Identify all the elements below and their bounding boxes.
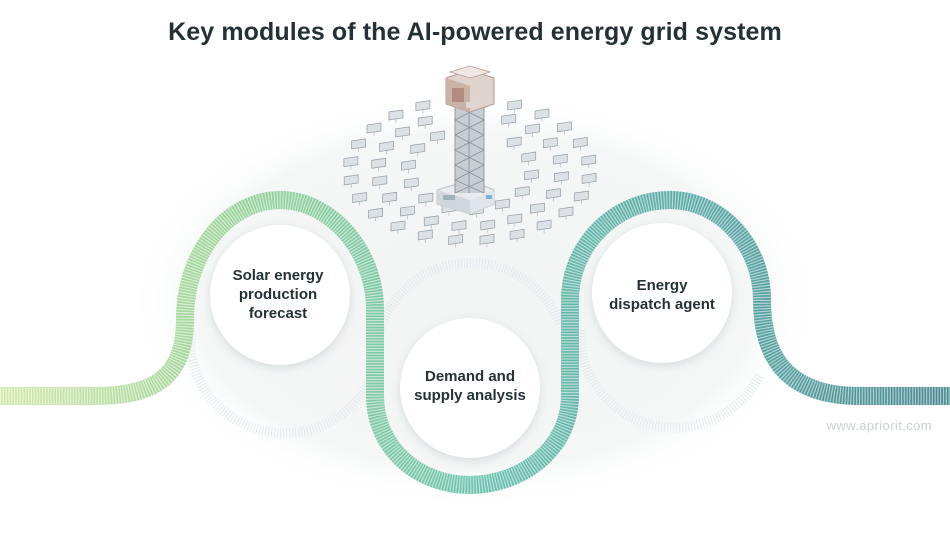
module-label-line: dispatch agent xyxy=(609,296,715,313)
module-label-line: Solar energy xyxy=(232,267,324,284)
heliostat-mirror xyxy=(430,130,445,142)
tower xyxy=(436,65,495,215)
heliostat-mirror xyxy=(423,215,439,227)
heliostat-mirror xyxy=(573,190,589,202)
heliostat-mirror xyxy=(417,115,433,127)
heliostat-mirror xyxy=(558,206,574,218)
heliostat-mirror xyxy=(507,213,523,225)
heliostat-mirror xyxy=(372,175,388,187)
heliostat-mirror xyxy=(351,138,367,150)
heliostat-mirror xyxy=(506,136,522,148)
heliostat-mirror xyxy=(415,100,431,112)
heliostat-mirror xyxy=(552,153,568,165)
solar-power-tower-icon xyxy=(343,99,597,248)
module-label-line: supply analysis xyxy=(414,387,526,404)
heliostat-mirror xyxy=(371,157,387,169)
heliostat-mirror xyxy=(480,219,496,231)
heliostat-mirror xyxy=(525,123,540,135)
heliostat-mirror xyxy=(368,207,383,219)
heliostat-mirror xyxy=(530,202,545,214)
module-label-solar: Solar energy production forecast xyxy=(203,266,353,323)
heliostat-mirror xyxy=(352,192,368,203)
faint-rings xyxy=(184,257,765,439)
heliostat-mirror xyxy=(388,109,404,121)
heliostat-mirror xyxy=(451,220,467,232)
heliostat-mirror xyxy=(553,171,569,183)
heliostat-mirror xyxy=(557,121,572,133)
heliostat-mirror xyxy=(448,234,464,245)
module-label-line: Demand and xyxy=(424,368,515,385)
heliostat-mirror xyxy=(546,188,561,200)
heliostat-mirror xyxy=(410,142,426,154)
heliostat-mirror xyxy=(379,140,394,152)
energy-flow-line xyxy=(0,190,950,495)
heliostat-mirror xyxy=(521,151,537,163)
module-circle-solar xyxy=(210,225,350,365)
heliostat-mirror xyxy=(390,220,406,232)
module-circle-demand xyxy=(400,318,540,458)
module-label-line: forecast xyxy=(248,305,308,322)
heliostat-mirror xyxy=(524,169,539,181)
heliostat-mirror xyxy=(501,113,517,125)
heliostat-mirror xyxy=(395,126,410,138)
heliostat-mirror xyxy=(418,192,434,204)
heliostat-mirror xyxy=(581,172,597,184)
module-label-demand: Demand and supply analysis xyxy=(395,367,545,405)
heliostat-mirror xyxy=(534,108,550,120)
heliostat-mirror xyxy=(507,99,523,111)
heliostat-mirror xyxy=(403,177,419,189)
module-label-dispatch: Energy dispatch agent xyxy=(587,276,737,314)
heliostat-mirror xyxy=(581,154,597,166)
heliostat-mirror xyxy=(495,198,510,210)
heliostat-mirror xyxy=(542,137,558,149)
heliostat-mirror xyxy=(343,156,359,168)
heliostat-mirror xyxy=(572,137,588,148)
watermark: www.apriorit.com xyxy=(826,418,932,433)
heliostat-mirror xyxy=(536,219,552,231)
heliostat-mirror xyxy=(509,228,525,240)
heliostat-mirror xyxy=(366,122,382,134)
heliostat-mirror xyxy=(400,205,415,217)
module-circle-dispatch xyxy=(592,223,732,363)
heliostat-mirror xyxy=(343,174,359,186)
heliostat-mirror xyxy=(401,159,416,171)
module-label-line: Energy xyxy=(636,277,688,294)
heliostat-mirror xyxy=(479,233,495,245)
module-circles xyxy=(210,223,732,458)
heliostat-mirror xyxy=(417,229,433,241)
heliostat-mirror xyxy=(382,191,398,203)
module-label-line: production xyxy=(238,286,318,303)
page-title: Key modules of the AI-powered energy gri… xyxy=(168,18,782,46)
heliostat-mirror xyxy=(514,186,530,198)
